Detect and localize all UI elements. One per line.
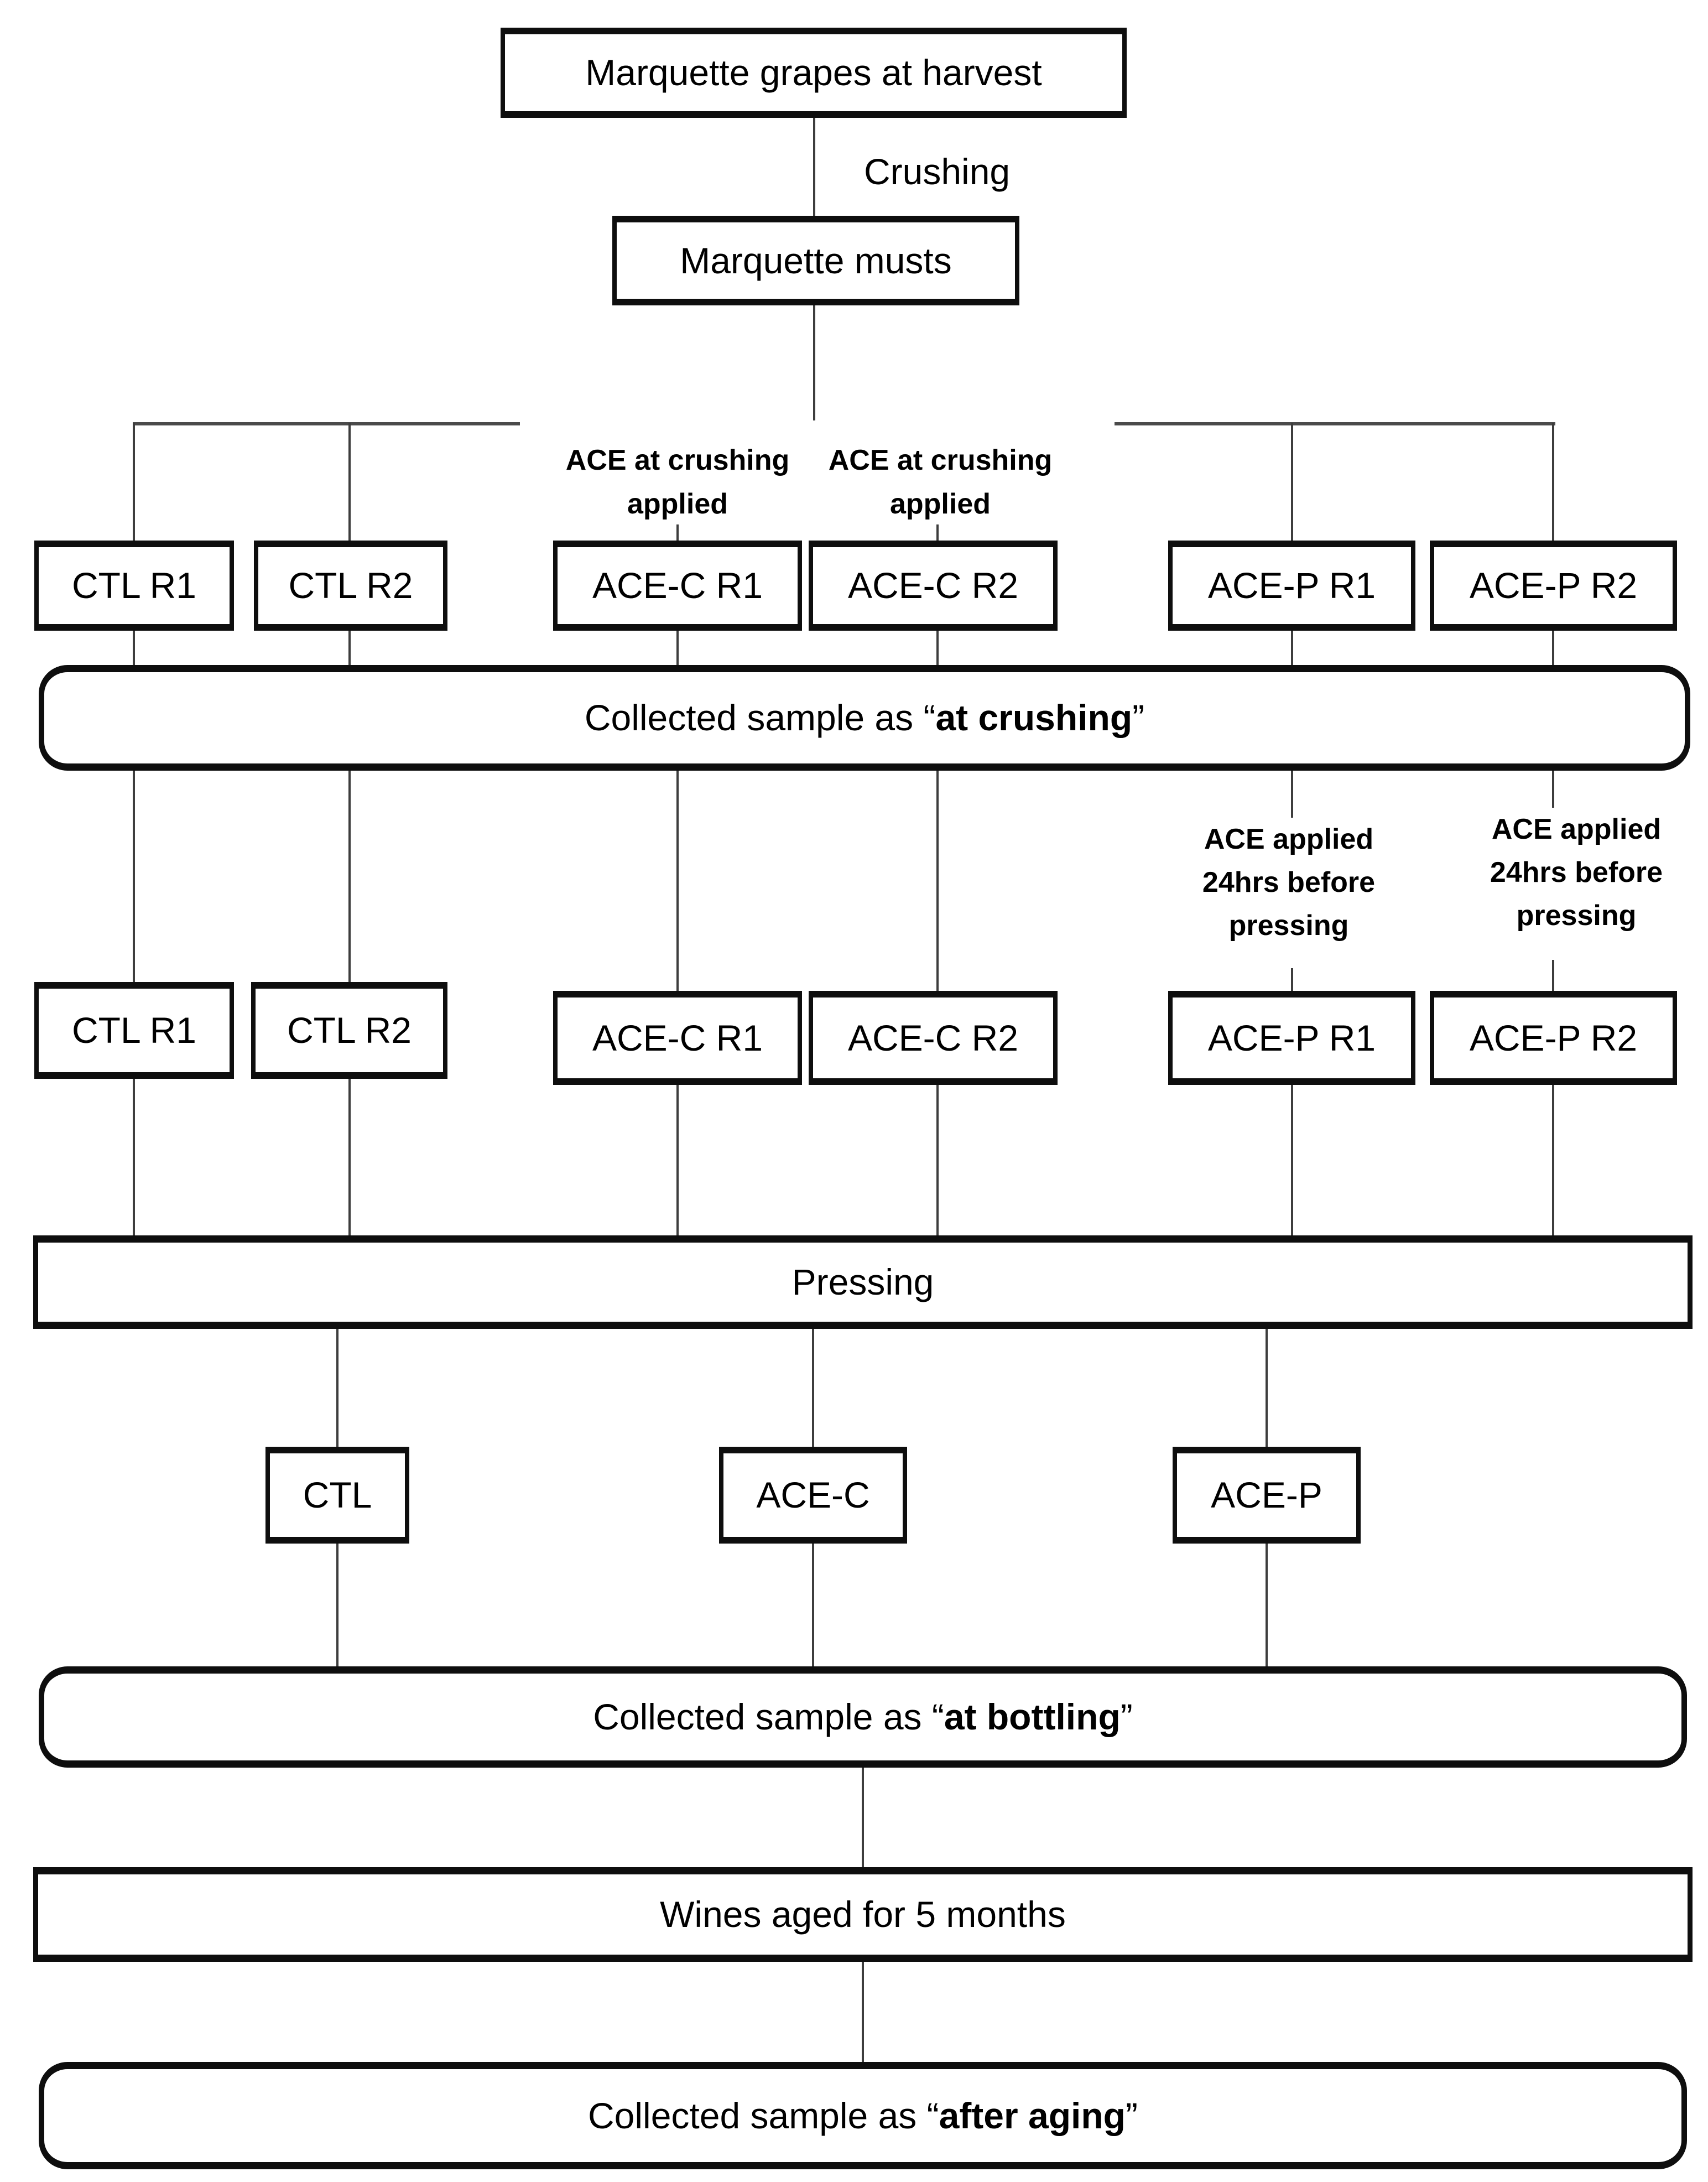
connector-aged-aging (862, 1962, 864, 2062)
collected-crushing-suffix: ” (1132, 697, 1145, 739)
collected-aging-prefix: Collected sample as “ (588, 2095, 939, 2136)
bar-collected-at-crushing: Collected sample as “at crushing” (39, 665, 1690, 771)
node-row2-acep-r1-label: ACE-P R1 (1207, 1017, 1376, 1058)
note-ace-before-pressing-1-text: ACE applied 24hrs before pressing (1202, 823, 1376, 942)
note-ace-at-crushing-2-text: ACE at crushing applied (828, 444, 1053, 521)
collected-crushing-prefix: Collected sample as “ (584, 697, 936, 739)
connector-bottling-aged (862, 1768, 864, 1867)
connector-acec-bottling (812, 1544, 814, 1666)
note-ace-before-pressing-2: ACE applied 24hrs before pressing (1471, 808, 1681, 937)
collected-aging-emph: after aging (939, 2095, 1126, 2136)
connector-r2-acec-r2-pressing (936, 1085, 939, 1235)
node-row1-acep-r1: ACE-P R1 (1168, 541, 1415, 631)
connector-pressing-acec (812, 1329, 814, 1447)
collected-crushing-emph: at crushing (935, 697, 1133, 739)
connector-r2-acec-r1-pressing (676, 1085, 679, 1235)
connector-r2-acep-r2-pressing (1552, 1085, 1554, 1235)
node-row1-ctl-r2-label: CTL R2 (288, 565, 413, 606)
column-acep-r1-lower (1291, 968, 1293, 991)
connector-branch-acep-r2 (1552, 423, 1554, 541)
bar-pressing-label: Pressing (791, 1261, 934, 1303)
node-musts-label: Marquette musts (680, 240, 952, 281)
node-row1-acec-r1-label: ACE-C R1 (592, 565, 763, 606)
column-acep-r2-lower (1552, 960, 1554, 991)
node-row2-acec-r1: ACE-C R1 (553, 991, 802, 1085)
node-row1-ctl-r1-label: CTL R1 (72, 565, 196, 606)
note-ace-at-crushing-1-text: ACE at crushing applied (565, 444, 790, 521)
node-row1-ctl-r2: CTL R2 (254, 541, 447, 631)
node-row2-acep-r2: ACE-P R2 (1430, 991, 1677, 1085)
column-acec-r1 (676, 631, 679, 991)
connector-ctl-bottling (336, 1544, 339, 1666)
node-ctl-label: CTL (303, 1474, 372, 1516)
connector-musts-trunk (813, 305, 815, 420)
node-row1-ctl-r1: CTL R1 (34, 541, 234, 631)
connector-r2-acep-r1-pressing (1291, 1085, 1293, 1235)
node-acec: ACE-C (719, 1447, 907, 1544)
node-row1-acec-r2: ACE-C R2 (809, 541, 1058, 631)
bar-wines-aged-label: Wines aged for 5 months (660, 1894, 1066, 1935)
node-acep: ACE-P (1173, 1447, 1361, 1544)
column-ctl-r2 (348, 631, 351, 982)
collected-aging-suffix: ” (1126, 2095, 1138, 2136)
node-row1-acec-r1: ACE-C R1 (553, 541, 802, 631)
collected-bottling-suffix: ” (1120, 1696, 1133, 1738)
connector-acep-bottling (1266, 1544, 1268, 1666)
column-acec-r2 (936, 631, 939, 991)
edge-label-crushing: Crushing (864, 150, 1010, 193)
bar-collected-at-bottling: Collected sample as “at bottling” (39, 1666, 1687, 1768)
node-row2-acep-r2-label: ACE-P R2 (1469, 1017, 1638, 1058)
note-ace-at-crushing-2: ACE at crushing applied (819, 439, 1062, 526)
bar-pressing: Pressing (33, 1235, 1693, 1329)
node-row2-ctl-r1-label: CTL R1 (72, 1010, 196, 1051)
edge-label-crushing-text: Crushing (864, 151, 1011, 192)
node-harvest: Marquette grapes at harvest (501, 28, 1127, 118)
node-acep-label: ACE-P (1211, 1474, 1322, 1516)
connector-note-acec-r2 (936, 524, 939, 541)
node-row2-acec-r1-label: ACE-C R1 (592, 1017, 763, 1058)
bar-collected-after-aging: Collected sample as “after aging” (39, 2062, 1687, 2169)
node-ctl: CTL (265, 1447, 409, 1544)
note-ace-before-pressing-2-text: ACE applied 24hrs before pressing (1490, 813, 1663, 932)
node-row2-acep-r1: ACE-P R1 (1168, 991, 1415, 1085)
node-row2-ctl-r2: CTL R2 (251, 982, 447, 1079)
node-row2-acec-r2: ACE-C R2 (809, 991, 1058, 1085)
node-acec-label: ACE-C (756, 1474, 870, 1516)
node-row2-acec-r2-label: ACE-C R2 (847, 1017, 1019, 1058)
node-row1-acep-r2: ACE-P R2 (1430, 541, 1677, 631)
node-row1-acep-r1-label: ACE-P R1 (1207, 565, 1376, 606)
connector-r2-ctl-r1-pressing (133, 1079, 135, 1235)
connector-branch-ctl-r2 (348, 423, 351, 541)
connector-pressing-acep (1266, 1329, 1268, 1447)
bar-wines-aged: Wines aged for 5 months (33, 1867, 1693, 1962)
node-harvest-label: Marquette grapes at harvest (585, 52, 1042, 93)
connector-r2-ctl-r2-pressing (348, 1079, 351, 1235)
branch-bar-right (1115, 422, 1555, 425)
connector-pressing-ctl (336, 1329, 339, 1447)
node-row2-ctl-r1: CTL R1 (34, 982, 234, 1079)
collected-bottling-emph: at bottling (944, 1696, 1121, 1738)
branch-bar-left (133, 422, 520, 425)
connector-branch-acep-r1 (1291, 423, 1293, 541)
note-ace-at-crushing-1: ACE at crushing applied (556, 439, 799, 526)
column-ctl-r1 (133, 631, 135, 982)
note-ace-before-pressing-1: ACE applied 24hrs before pressing (1184, 818, 1394, 947)
node-row1-acec-r2-label: ACE-C R2 (847, 565, 1019, 606)
node-row1-acep-r2-label: ACE-P R2 (1469, 565, 1638, 606)
collected-bottling-prefix: Collected sample as “ (593, 1696, 944, 1738)
node-row2-ctl-r2-label: CTL R2 (287, 1010, 412, 1051)
node-musts: Marquette musts (612, 216, 1019, 305)
connector-note-acec-r1 (676, 524, 679, 541)
connector-harvest-musts (813, 118, 815, 216)
connector-branch-ctl-r1 (133, 423, 135, 541)
